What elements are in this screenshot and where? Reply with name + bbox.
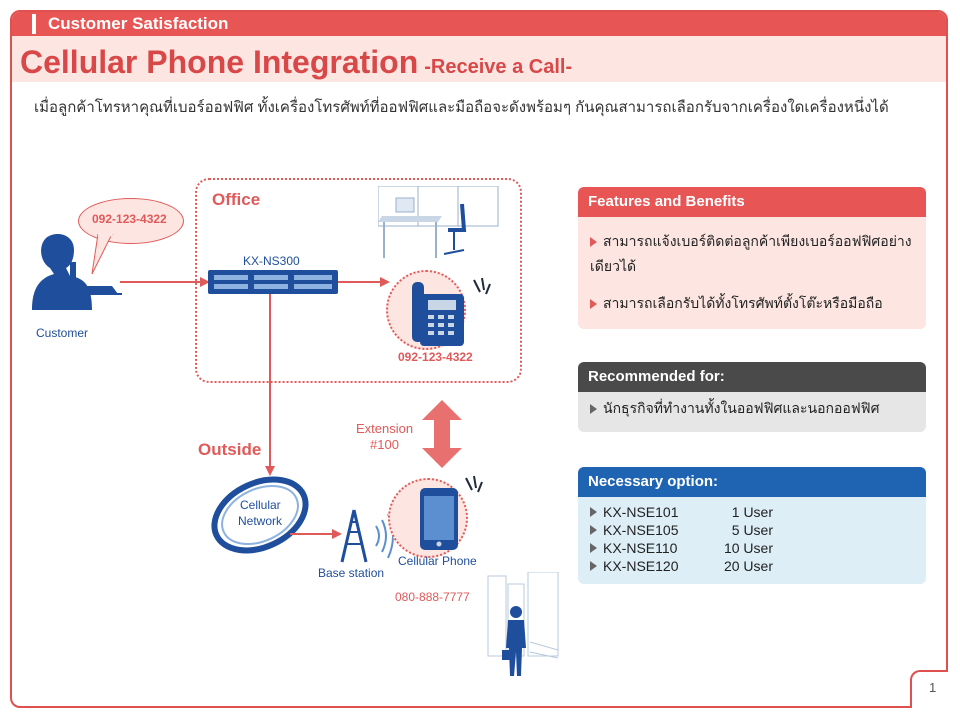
customer-label: Customer (36, 326, 89, 340)
arrow-network-to-base-station (290, 529, 342, 539)
option-users: 10 User (723, 540, 773, 556)
bullet-arrow-icon (590, 525, 597, 535)
section-label: Customer Satisfaction (48, 14, 229, 33)
cellular-phone-icon (420, 488, 458, 550)
option-row: KX-NSE105 5 User (590, 521, 914, 539)
desk-phone-ring-icon (473, 277, 491, 295)
option-code: KX-NSE110 (603, 540, 678, 556)
extension-label: Extension (356, 421, 414, 436)
pbx-device-icon (208, 270, 338, 294)
pbx-label: KX-NS300 (243, 254, 300, 268)
arrow-pbx-to-desk-phone (338, 277, 390, 287)
recommended-list: นักธุรกิจที่ทำงานทั้งในออฟฟิศและนอกออฟฟิ… (578, 392, 926, 430)
cellular-network-label-2: Network (238, 514, 283, 528)
cellular-network-icon (211, 476, 309, 554)
arrow-pbx-to-cellular (265, 294, 275, 476)
option-users: 20 User (723, 558, 773, 574)
header-bar (12, 12, 946, 36)
arrow-customer-to-pbx (120, 277, 210, 287)
option-code: KX-NSE101 (603, 504, 679, 520)
recommended-item-text: นักธุรกิจที่ทำงานทั้งในออฟฟิศและนอกออฟฟิ… (603, 400, 880, 416)
necessary-options-panel: Necessary option: KX-NSE101 1 User KX-NSE… (578, 467, 926, 584)
bullet-arrow-icon (590, 404, 597, 415)
header-bar-notch (32, 14, 36, 34)
cellular-phone-label: Cellular Phone (398, 554, 477, 568)
necessary-options-title: Necessary option: (578, 467, 926, 497)
features-title: Features and Benefits (578, 187, 926, 217)
feature-item: สามารถแจ้งเบอร์ติดต่อลูกค้าเพียงเบอร์ออฟ… (590, 229, 914, 279)
desk-phone-number: 092-123-4322 (398, 350, 473, 364)
page-number: 1 (929, 680, 937, 695)
businessman-icon (487, 572, 559, 676)
features-list: สามารถแจ้งเบอร์ติดต่อลูกค้าเพียงเบอร์ออฟ… (578, 217, 926, 326)
feature-item: สามารถเลือกรับได้ทั้งโทรศัพท์ตั้งโต๊ะหรื… (590, 291, 914, 316)
cellular-phone-ring-icon (465, 475, 483, 493)
base-station-label: Base station (318, 566, 385, 580)
feature-item-text: สามารถแจ้งเบอร์ติดต่อลูกค้าเพียงเบอร์ออฟ… (590, 233, 912, 274)
bubble-tail (91, 234, 113, 275)
cellular-number: 080-888-7777 (395, 590, 470, 604)
customer-number: 092-123-4322 (92, 212, 167, 226)
page-subtitle: -Receive a Call- (424, 56, 573, 78)
option-users: 5 User (731, 522, 773, 538)
necessary-options-list: KX-NSE101 1 User KX-NSE105 5 User KX-NSE11… (578, 497, 926, 584)
slide-frame (10, 10, 948, 708)
extension-number: #100 (370, 437, 399, 452)
outside-label: Outside (198, 440, 262, 459)
page-number-tab (910, 670, 948, 708)
option-users: 1 User (731, 504, 773, 520)
option-row: KX-NSE101 1 User (590, 503, 914, 521)
customer-number-bubble (78, 198, 184, 244)
bullet-arrow-icon (590, 543, 597, 553)
feature-item-text: สามารถเลือกรับได้ทั้งโทรศัพท์ตั้งโต๊ะหรื… (603, 295, 883, 311)
extension-double-arrow (422, 400, 462, 468)
page-title: Cellular Phone Integration-Receive a Cal… (20, 44, 572, 81)
recommended-title: Recommended for: (578, 362, 926, 392)
desk-phone-icon (412, 282, 464, 346)
option-code: KX-NSE105 (603, 522, 679, 538)
cellular-network-label-1: Cellular (240, 498, 281, 512)
bullet-arrow-icon (590, 299, 597, 310)
bullet-arrow-icon (590, 237, 597, 248)
title-band (12, 36, 946, 82)
bullet-arrow-icon (590, 561, 597, 571)
option-row: KX-NSE120 20 User (590, 557, 914, 575)
option-code: KX-NSE120 (603, 558, 679, 574)
bullet-arrow-icon (590, 507, 597, 517)
office-area (195, 178, 522, 383)
recommended-item: นักธุรกิจที่ทำงานทั้งในออฟฟิศและนอกออฟฟิ… (590, 398, 914, 420)
option-row: KX-NSE110 10 User (590, 539, 914, 557)
recommended-panel: Recommended for: นักธุรกิจที่ทำงานทั้งใน… (578, 362, 926, 432)
office-desk-icon (378, 186, 499, 258)
page-title-text: Cellular Phone Integration (20, 44, 419, 80)
office-label: Office (212, 190, 261, 209)
features-panel: Features and Benefits สามารถแจ้งเบอร์ติด… (578, 187, 926, 329)
customer-icon (32, 234, 122, 310)
description-text: เมื่อลูกค้าโทรหาคุณที่เบอร์ออฟฟิศ ทั้งเค… (34, 99, 889, 116)
